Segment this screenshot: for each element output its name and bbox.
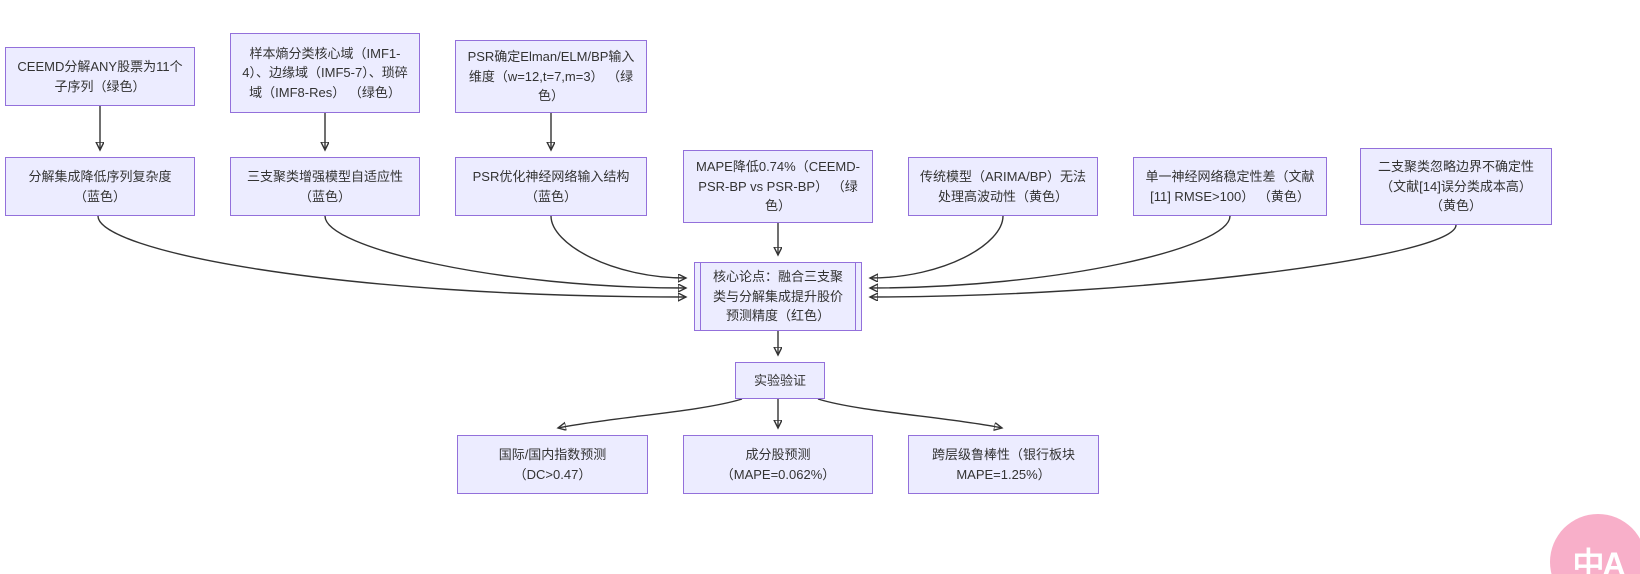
node-label: CEEMD分解ANY股票为11个子序列（绿色）: [17, 59, 183, 94]
node-psr-input-dimension: PSR确定Elman/ELM/BP输入维度（w=12,t=7,m=3） （绿色）: [455, 40, 647, 113]
node-label: 分解集成降低序列复杂度（蓝色）: [28, 169, 172, 204]
node-label: PSR确定Elman/ELM/BP输入维度（w=12,t=7,m=3） （绿色）: [467, 49, 635, 104]
node-label: 单一神经网络稳定性差（文献[11] RMSE>100） （黄色）: [1145, 169, 1315, 204]
node-component-stock-prediction: 成分股预测（MAPE=0.062%）: [683, 435, 873, 494]
edge-singlenn-core: [870, 215, 1231, 288]
node-sample-entropy: 样本熵分类核心域（IMF1-4）、边缘域（IMF5-7）、琐碎域（IMF8-Re…: [230, 33, 420, 113]
node-decomposition-ensemble: 分解集成降低序列复杂度（蓝色）: [5, 157, 195, 216]
node-cross-level-robustness: 跨层级鲁棒性（银行板块 MAPE=1.25%）: [908, 435, 1099, 494]
badge-label: 中A: [1572, 546, 1625, 574]
edge-psropt-core: [550, 215, 686, 278]
node-label: PSR优化神经网络输入结构（蓝色）: [472, 169, 630, 204]
node-label: 二支聚类忽略边界不确定性（文献[14]误分类成本高）（黄色）: [1377, 159, 1534, 214]
node-psr-optimize: PSR优化神经网络输入结构（蓝色）: [455, 157, 647, 216]
node-label: MAPE降低0.74%（CEEMD-PSR-BP vs PSR-BP） （绿色）: [696, 159, 860, 214]
edge-decomp-core: [97, 215, 686, 297]
edge-threeway-core: [324, 215, 686, 288]
node-label: 三支聚类增强模型自适应性（蓝色）: [246, 169, 403, 204]
node-label: 样本熵分类核心域（IMF1-4）、边缘域（IMF5-7）、琐碎域（IMF8-Re…: [242, 45, 408, 100]
node-experiment-validation: 实验验证: [735, 362, 825, 399]
node-three-way-clustering: 三支聚类增强模型自适应性（蓝色）: [230, 157, 420, 216]
edge-twoway-core: [870, 224, 1457, 297]
node-label: 跨层级鲁棒性（银行板块 MAPE=1.25%）: [931, 447, 1075, 482]
node-label: 传统模型（ARIMA/BP）无法处理高波动性（黄色）: [919, 169, 1087, 204]
node-label: 实验验证: [753, 372, 806, 388]
node-single-nn-instability: 单一神经网络稳定性差（文献[11] RMSE>100） （黄色）: [1133, 157, 1327, 216]
node-label: 核心论点：融合三支聚类与分解集成提升股价预测精度（红色）: [712, 269, 843, 324]
node-label: 成分股预测（MAPE=0.062%）: [720, 447, 836, 482]
language-badge-button[interactable]: 中A: [1550, 514, 1640, 574]
node-mape-reduction: MAPE降低0.74%（CEEMD-PSR-BP vs PSR-BP） （绿色）: [683, 150, 873, 223]
node-index-prediction: 国际/国内指数预测（DC>0.47）: [457, 435, 648, 494]
edge-experiment-robust: [817, 398, 1002, 428]
node-ceemd-decompose: CEEMD分解ANY股票为11个子序列（绿色）: [5, 47, 195, 106]
node-traditional-model-limit: 传统模型（ARIMA/BP）无法处理高波动性（黄色）: [908, 157, 1098, 216]
node-two-way-clustering-limit: 二支聚类忽略边界不确定性（文献[14]误分类成本高）（黄色）: [1360, 148, 1552, 225]
edge-experiment-index: [558, 398, 743, 428]
node-core-thesis: 核心论点：融合三支聚类与分解集成提升股价预测精度（红色）: [694, 262, 862, 331]
node-label: 国际/国内指数预测（DC>0.47）: [498, 447, 607, 482]
edge-traditional-core: [870, 215, 1004, 278]
